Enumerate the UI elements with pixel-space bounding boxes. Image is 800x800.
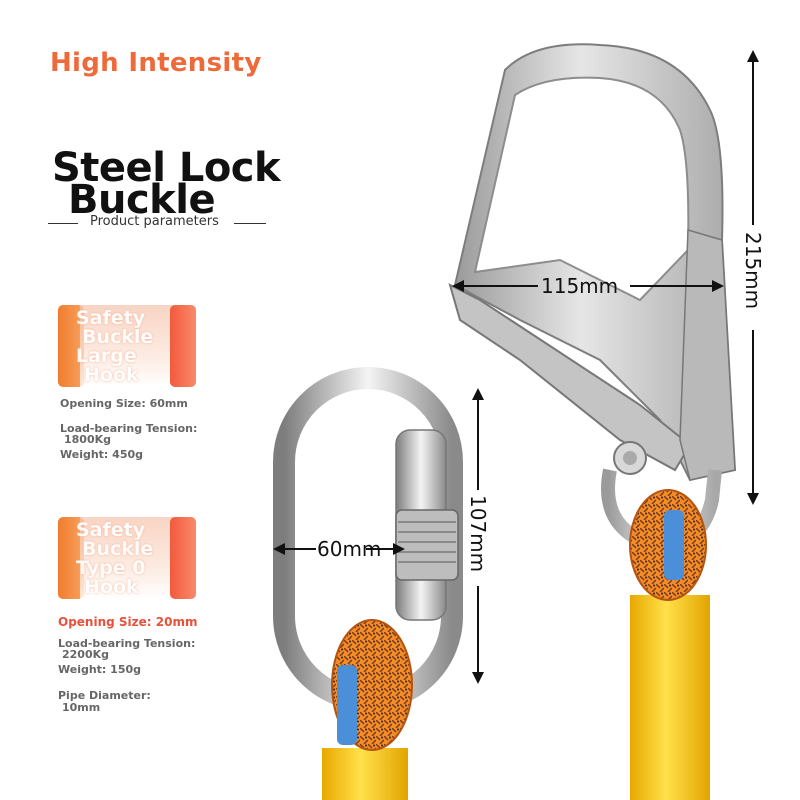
subtitle-divider-right (234, 223, 266, 224)
badge-text: Safety Buckle Large Hook (76, 309, 153, 385)
dim-115 (452, 280, 724, 292)
large-hook-tension-value: 1800Kg (64, 433, 112, 446)
large-hook-rivet-center (623, 451, 637, 465)
badge-bar-left (58, 517, 84, 599)
type-o-hook-badge: Safety Buckle Type 0 Hook (58, 517, 196, 599)
tagline: High Intensity (50, 48, 262, 78)
dim-107 (472, 388, 484, 684)
subtitle-block: Product parameters (48, 214, 266, 234)
dim-60 (273, 543, 405, 555)
large-hook-tension-label: Load-bearing Tension: (60, 422, 198, 435)
large-hook-opening: Opening Size: 60mm (60, 397, 188, 410)
rope-sleeve-left (337, 665, 357, 745)
badge-fade (80, 517, 174, 599)
badge-bar-right (170, 305, 196, 387)
title-line-1: Steel Lock (52, 145, 281, 191)
badge-bar-right (170, 517, 196, 599)
subtitle-divider-left (48, 223, 78, 224)
badge-line: Large (76, 345, 137, 367)
title-line-2: Buckle (68, 177, 216, 223)
dim-115-label: 115mm (541, 274, 618, 298)
badge-fade (80, 305, 174, 387)
badge-line: Safety (76, 307, 146, 329)
badge-line: Type 0 (76, 557, 146, 579)
badge-line: Safety (76, 519, 146, 541)
large-hook-opening (473, 76, 690, 302)
badge-line: Buckle (82, 326, 154, 348)
carabiner-screw-lock (395, 509, 459, 581)
type-o-opening: Opening Size: 20mm (58, 615, 198, 629)
type-o-weight: Weight: 150g (58, 663, 141, 676)
badge-line: Hook (84, 576, 139, 598)
carabiner-lock-ridges (398, 521, 456, 563)
badge-bar-left (58, 305, 84, 387)
badge-text: Safety Buckle Type 0 Hook (76, 521, 153, 597)
large-hook-lock-plate (679, 229, 736, 481)
large-hook-badge: Safety Buckle Large Hook (58, 305, 196, 387)
badge-line: Hook (84, 364, 139, 386)
large-hook-weight: Weight: 450g (60, 448, 143, 461)
tube-left (322, 748, 408, 800)
type-o-pipe-label: Pipe Diameter: (58, 689, 151, 702)
type-o-tension-value: 2200Kg (62, 648, 110, 661)
tube-right (630, 595, 710, 800)
rope-sleeve-right (664, 510, 684, 580)
type-o-pipe-value: 10mm (62, 701, 101, 714)
badge-line: Buckle (82, 538, 154, 560)
dim-60-label: 60mm (317, 537, 381, 561)
dim-107-label: 107mm (466, 495, 490, 572)
dim-215-label: 215mm (741, 232, 765, 309)
subtitle: Product parameters (90, 214, 219, 229)
dim-215 (747, 50, 759, 505)
large-hook-gate (448, 283, 692, 472)
type-o-tension-label: Load-bearing Tension: (58, 637, 196, 650)
